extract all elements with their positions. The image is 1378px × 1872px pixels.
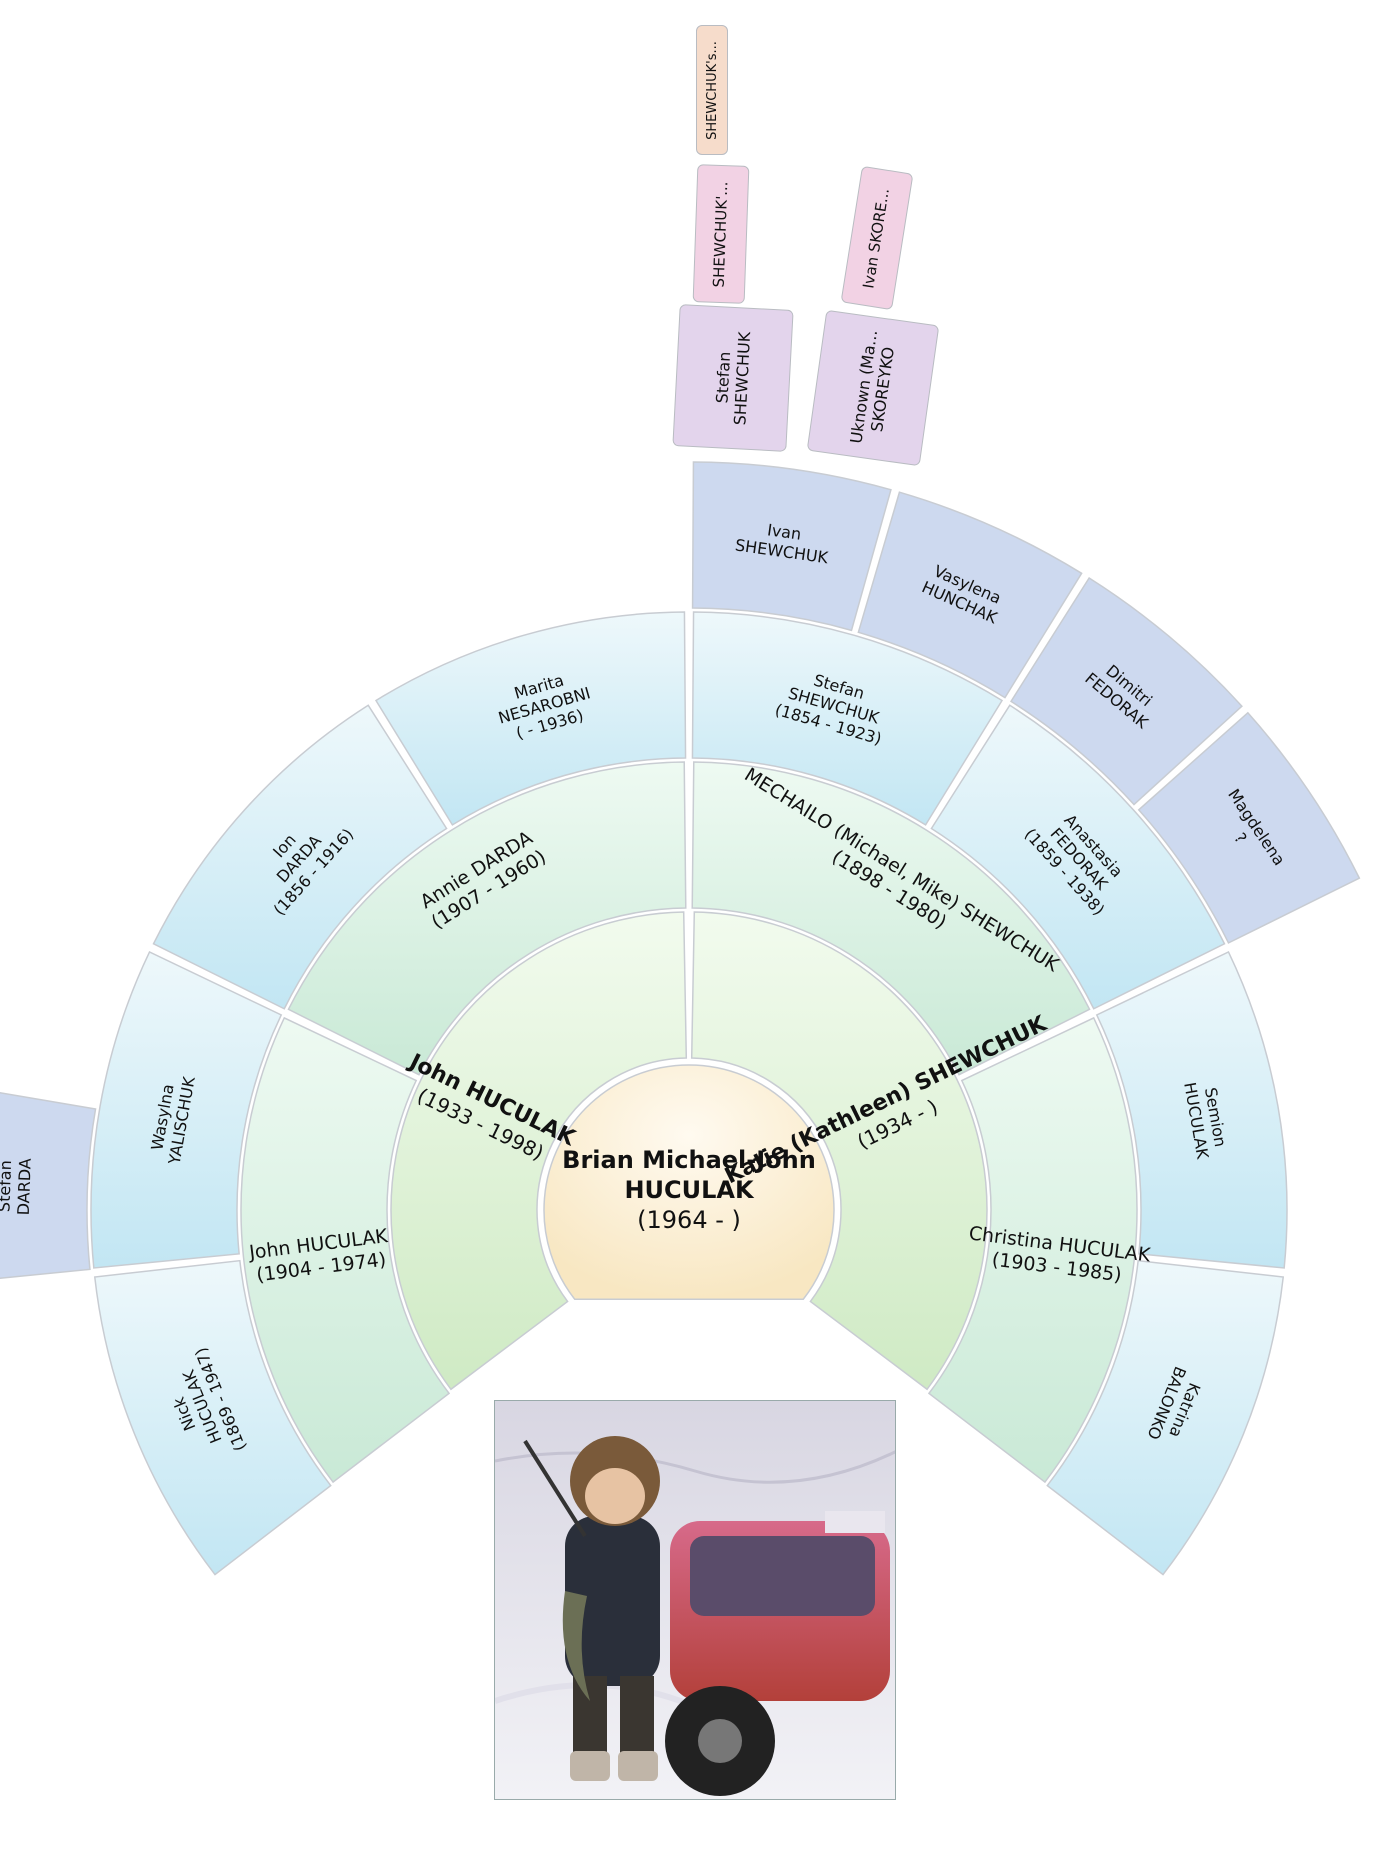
father-segment[interactable]	[390, 911, 688, 1391]
root-label-line-1: Brian Michael-John	[562, 1146, 816, 1174]
great-grandparent-segment-2[interactable]	[90, 950, 283, 1269]
root-label-line-3: (1964 - )	[637, 1206, 741, 1234]
gen4-segment-4[interactable]	[1009, 576, 1243, 806]
root-label-line-2: HUCULAK	[624, 1176, 755, 1204]
great-grandparent-segment-3[interactable]	[152, 704, 448, 1010]
gen7-box-1-line-1: SHEWCHUK's...	[704, 40, 720, 140]
gen5-box-2-text: Uknown (Ma...SKOREYKO	[846, 329, 900, 448]
gen4-label-2-line-1: Ivan	[766, 520, 802, 544]
gen6-box-2-line-1: Ivan SKORE...	[859, 186, 894, 290]
gen4-segment-1[interactable]	[0, 1084, 97, 1283]
great-grandparent-segment-7[interactable]	[1095, 950, 1288, 1269]
gen5-box-1-line-2: SHEWCHUK	[730, 331, 755, 426]
gen4-segment-3[interactable]	[857, 491, 1083, 699]
photo-illustration	[495, 1401, 895, 1799]
maternal-grandfather-segment[interactable]	[691, 761, 1091, 1076]
gen7-box-1[interactable]: SHEWCHUK's...	[696, 25, 728, 155]
gen6-box-1[interactable]: SHEWCHUK'...	[692, 164, 750, 304]
great-grandparent-segment-8[interactable]	[1046, 1259, 1285, 1576]
person-photo	[494, 1400, 896, 1800]
gen7-box-1-text: SHEWCHUK's...	[703, 41, 722, 140]
great-grandparent-segment-6[interactable]	[930, 704, 1226, 1010]
root-person[interactable]	[543, 1064, 835, 1301]
mother-segment[interactable]	[690, 911, 988, 1391]
gen4-label-1-line-2: DARDA	[14, 1158, 35, 1216]
gen4-segment-5[interactable]	[1137, 711, 1361, 944]
great-grandparent-segment-5[interactable]	[691, 611, 1004, 826]
great-grandparent-segment-4[interactable]	[374, 611, 687, 826]
gen4-segment-2[interactable]	[691, 461, 892, 632]
great-grandparent-segment-1[interactable]	[93, 1259, 332, 1576]
paternal-grandfather-segment[interactable]	[240, 1016, 451, 1484]
gen5-box-2[interactable]: Uknown (Ma...SKOREYKO	[806, 309, 940, 467]
gen6-box-1-line-1: SHEWCHUK'...	[709, 180, 732, 288]
paternal-grandmother-segment[interactable]	[287, 761, 687, 1076]
gen6-box-1-text: SHEWCHUK'...	[710, 181, 733, 288]
gen4-label-1-line-1: Stefan	[0, 1160, 15, 1212]
gen6-box-2-text: Ivan SKORE...	[860, 186, 895, 289]
maternal-grandmother-segment[interactable]	[927, 1016, 1138, 1484]
